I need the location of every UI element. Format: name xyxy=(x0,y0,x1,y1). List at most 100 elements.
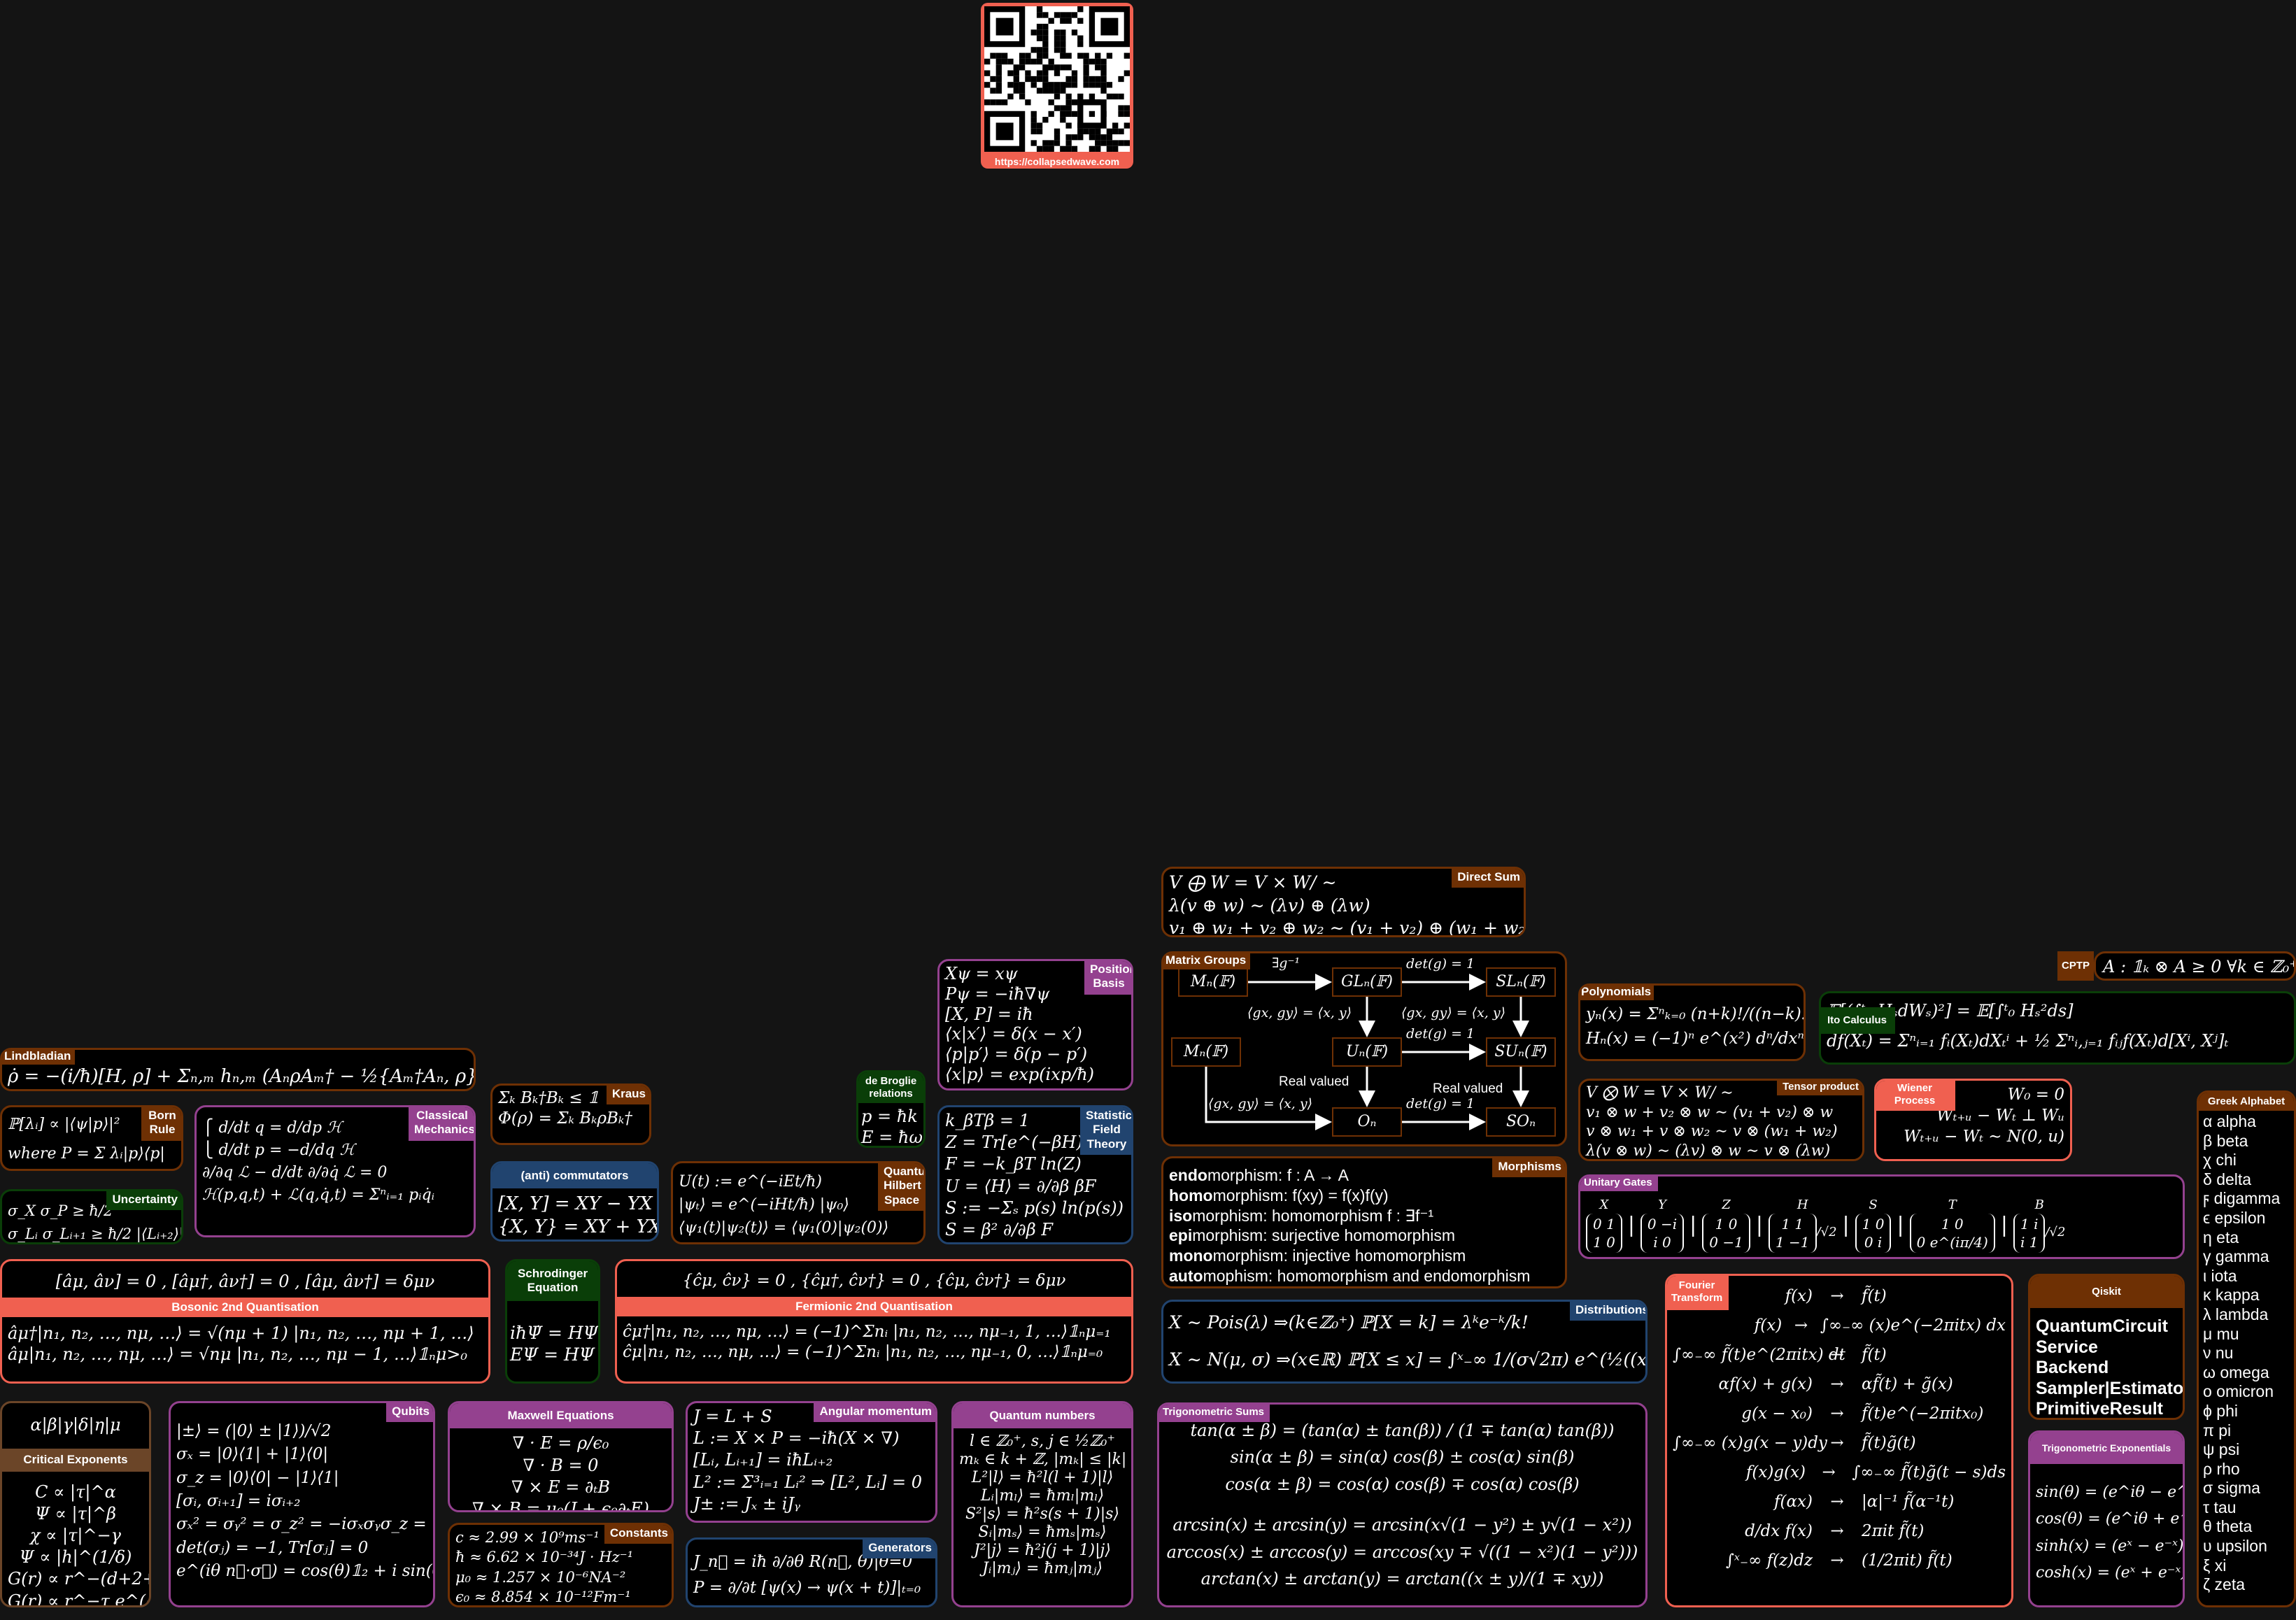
formula-line: G(r) ∝ r^−(d+2+η) xyxy=(8,1569,149,1589)
formula-line: ⟨x|p⟩ = exp(ixp/ħ) xyxy=(945,1064,1095,1084)
fourier-row: αf(x) + g(x)→αf̃(t) + g̃(x) xyxy=(1673,1370,2006,1399)
formula-line: [âμ, âν] = 0 , [âμ†, âν†] = 0 , [âμ, âν†… xyxy=(55,1272,435,1291)
separator: | xyxy=(1897,1212,1904,1237)
greek-letter: θ theta xyxy=(2203,1517,2253,1536)
panel-label: (anti) commutators xyxy=(492,1163,657,1189)
fourier-row: f(x)→f̃(t) xyxy=(1673,1281,2006,1311)
formula-line: J = L + S xyxy=(693,1407,772,1426)
greek-letter: ϝ digamma xyxy=(2203,1189,2281,1208)
panel-label: Matrix Groups xyxy=(1163,953,1251,970)
greek-letter: τ tau xyxy=(2203,1498,2237,1516)
matrix-groups-arrows xyxy=(1205,974,1529,1130)
node-mn-left: Mₙ(𝔽) xyxy=(1171,1037,1241,1067)
formula-line: ħ ≈ 6.62 × 10⁻³⁴J · Hz⁻¹ xyxy=(455,1549,634,1566)
fourier-rhs: f̃(t) xyxy=(1862,1286,1887,1305)
panel-label: Polynomials xyxy=(1580,986,1654,1001)
formula-line: Z = Tr[e^(−βH)] xyxy=(945,1132,1090,1153)
greek-letter: ν nu xyxy=(2203,1344,2234,1363)
formula-line: {X, Y} = XY + YX xyxy=(498,1216,659,1237)
node-un: Uₙ(𝔽) xyxy=(1332,1037,1402,1067)
panel-label: Qiskit xyxy=(2030,1276,2183,1308)
formula-line: Φ(ρ) = Σₖ BₖρBₖ† xyxy=(498,1109,632,1128)
formula-line: ⟨x|x′⟩ = δ(x − x′) xyxy=(945,1024,1082,1044)
bold-prefix: epi xyxy=(1169,1226,1193,1245)
formula-line: E = ħω xyxy=(861,1128,923,1147)
matrix-row: 1 i xyxy=(2020,1215,2039,1232)
formula-line: Hₙ(x) = (−1)ⁿ e^(x²) dⁿ/dxⁿ e^(−x²) xyxy=(1586,1029,1804,1048)
formula-line: G(r) ∝ r^−τ e^(−μ/ξ) xyxy=(8,1591,149,1607)
fourier-row: g(x − x₀)→f̃(t)e^(−2πitx₀) xyxy=(1673,1399,2006,1428)
gate-name: B xyxy=(2034,1198,2044,1212)
fourier-lhs: αf(x) + g(x) xyxy=(1718,1374,1813,1393)
panel-label: Morphisms xyxy=(1492,1158,1565,1178)
formula-line: ϵ₀ ≈ 8.854 × 10⁻¹²Fm⁻¹ xyxy=(455,1589,631,1606)
formula-line: |ψₜ⟩ = e^(−iHt/ħ) |ψ₀⟩ xyxy=(679,1196,849,1214)
formula-line: iħΨ̇ = HΨ xyxy=(510,1322,599,1343)
fourier-lhs: f(x)g(x) xyxy=(1745,1463,1806,1482)
greek-letter: ϵ epsilon xyxy=(2203,1208,2266,1227)
panel-label: Wiener Process xyxy=(1876,1081,1955,1111)
formula-line: Pψ = −iħ∇ψ xyxy=(945,983,1050,1004)
gate-factor: /√2 xyxy=(1816,1225,1837,1240)
line-text: morphism: surjective homomorphism xyxy=(1192,1226,1456,1245)
formula-line: Lᵢ|mₗ⟩ = ħmₗ|mₗ⟩ xyxy=(980,1487,1105,1505)
formula-line: Ψ ∝ |h|^(1/δ) xyxy=(19,1547,132,1568)
qr-url-link[interactable]: https://collapsedwave.com xyxy=(994,156,1120,167)
formula-line: where P = Σ λᵢ|p⟩⟨p| xyxy=(8,1144,165,1163)
gate-factor: /√2 xyxy=(2045,1225,2066,1240)
greek-letter: μ mu xyxy=(2203,1324,2239,1343)
formula-line: α|β|γ|δ|η|μ xyxy=(30,1415,121,1435)
formula-line: [X, P] = iħ xyxy=(945,1004,1033,1024)
formula-line: tan(α ± β) = (tan(α) ± tan(β)) / (1 ∓ ta… xyxy=(1190,1421,1615,1440)
node-sun: SUₙ(𝔽) xyxy=(1486,1037,1556,1067)
formula-line: J²|j⟩ = ħ²j(j + 1)|j⟩ xyxy=(974,1542,1111,1560)
formula-line: epimorphism: surjective homomorphism xyxy=(1169,1225,1559,1246)
formula-line: S = β² ∂/∂β F xyxy=(945,1219,1053,1239)
cptp-label: CPTP xyxy=(2057,951,2094,981)
greek-letter: ψ psi xyxy=(2203,1440,2240,1459)
formula-line: S²|s⟩ = ħ²s(s + 1)|s⟩ xyxy=(965,1505,1120,1523)
matrix-groups-panel: Matrix Groups Mₙ(𝔽) GLₙ(𝔽) SLₙ(𝔽) Mₙ(𝔽) … xyxy=(1161,951,1567,1146)
separator: | xyxy=(1627,1212,1635,1237)
panel-label: Lindbladian xyxy=(2,1050,76,1065)
fermionic-panel: {ĉμ, ĉν} = 0 , {ĉμ†, ĉν†} = 0 , {ĉμ, ĉν†… xyxy=(615,1259,1133,1384)
gate-name: X xyxy=(1599,1198,1609,1212)
edge-label: Real valued xyxy=(1433,1081,1503,1096)
panel-label: Quantum numbers xyxy=(954,1403,1131,1429)
formula-line: V ⨁ W = V × W/ ∼ xyxy=(1169,872,1337,893)
panel-label: Unitary Gates xyxy=(1580,1177,1658,1191)
formula-line: J± := Jₓ ± iJᵧ xyxy=(693,1493,801,1514)
panel-label: Kraus xyxy=(606,1086,649,1105)
panel-label: Uncertainty xyxy=(106,1191,181,1211)
panel-label: Maxwell Equations xyxy=(450,1403,672,1429)
cptp-panel: A : 𝟙ₖ ⊗ A ≥ 0 ∀k ∈ ℤ₀⁺ xyxy=(2094,951,2296,981)
formula-line: sinh(x) = (eˣ − e⁻ˣ)/2 xyxy=(2036,1537,2185,1555)
formula-line: λ(v ⊗ w) ∼ (λv) ⊗ w ∼ v ⊗ (λw) xyxy=(1586,1142,1831,1160)
formula-line: ⟨ψ₁(t)|ψ₂(t)⟩ = ⟨ψ₁(0)|ψ₂(0)⟩ xyxy=(679,1219,889,1237)
formula-line: ∇ × B = μ₀(J + ϵ₀∂ₜE) xyxy=(472,1498,649,1512)
formula-line: Ψ ∝ |τ|^β xyxy=(35,1503,116,1523)
formula-line: âμ†|n₁, n₂, …, nμ, …⟩ = √(nμ + 1) |n₁, n… xyxy=(8,1323,474,1344)
fourier-rhs: ∫∞₋∞ (x)e^(−2πitx) dx xyxy=(1820,1316,2006,1335)
matrix-row: 0 1 xyxy=(1593,1215,1615,1232)
formula-line: σₓ² = σᵧ² = σ_z² = −iσₓσᵧσ_z = 𝟙₂ xyxy=(176,1515,435,1534)
formula-line: |±⟩ = (|0⟩ ± |1⟩)/√2 xyxy=(176,1422,332,1440)
panel-label: Critical Exponents xyxy=(2,1449,149,1472)
arrow-icon: → xyxy=(1830,1492,1844,1511)
qr-code[interactable]: https://collapsedwave.com xyxy=(981,3,1133,169)
